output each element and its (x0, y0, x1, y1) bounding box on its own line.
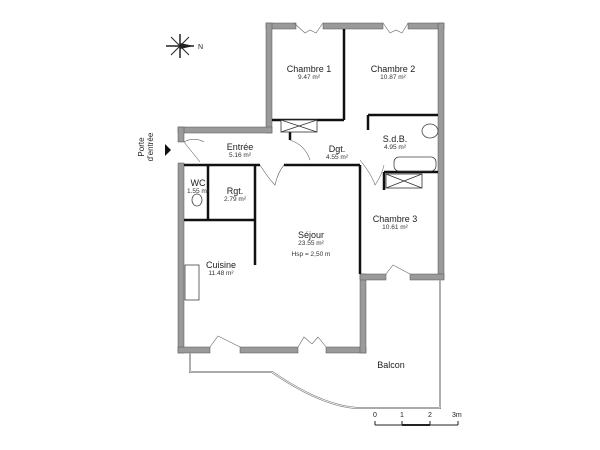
room-area: 5.16 m² (228, 152, 252, 159)
room-name: Séjour (297, 230, 324, 240)
room-wc: WC 1.55 m² (187, 178, 209, 195)
scale-tick-3: 3m (452, 412, 462, 419)
room-ceiling-height: Hsp = 2,50 m (291, 251, 331, 258)
compass-icon: N (166, 34, 203, 58)
room-area: 2.79 m² (223, 196, 247, 203)
room-sdb: S.d.B. 4.95 m² (383, 134, 408, 151)
room-rgt: Rgt. 2.79 m² (224, 186, 246, 203)
entrance-label-line1: Porte (137, 137, 146, 157)
entrance-label-line2: d'entrée (146, 132, 155, 162)
scale-tick-1: 1 (400, 412, 404, 419)
room-balcon: Balcon (377, 360, 405, 370)
room-area: 4.95 m² (383, 144, 407, 151)
room-area: 1.55 m² (186, 188, 210, 195)
scale-bar (374, 421, 459, 426)
room-area: 9.47 m² (297, 74, 321, 81)
room-name: Chambre 1 (286, 64, 332, 74)
room-name: Entrée (226, 142, 254, 152)
entrance-label: Porte d'entrée (137, 127, 155, 167)
room-chambre-2: Chambre 2 10.87 m² (371, 64, 416, 81)
entrance-arrow-icon (165, 144, 171, 156)
room-chambre-1: Chambre 1 9.47 m² (287, 64, 332, 81)
room-chambre-3: Chambre 3 10.61 m² (373, 214, 418, 231)
room-sejour: Séjour 23.55 m² Hsp = 2,50 m (292, 230, 331, 258)
svg-text:N: N (198, 44, 203, 51)
room-name: WC (190, 178, 206, 188)
room-name: Chambre 3 (372, 214, 418, 224)
room-entree: Entrée 5.16 m² (227, 142, 254, 159)
scale-tick-2: 2 (428, 412, 432, 419)
room-dgt: Dgt. 4.55 m² (326, 144, 348, 161)
room-name: Balcon (377, 360, 405, 370)
room-area: 10.61 m² (382, 224, 408, 231)
room-name: Cuisine (205, 260, 237, 270)
room-name: Chambre 2 (370, 64, 416, 74)
room-name: Dgt. (328, 144, 346, 154)
room-name: Rgt. (226, 186, 244, 196)
room-cuisine: Cuisine 11.48 m² (206, 260, 236, 277)
scale-tick-0: 0 (373, 412, 377, 419)
room-name: S.d.B. (382, 134, 408, 144)
room-area: 11.48 m² (208, 270, 234, 277)
room-area: 10.87 m² (380, 74, 406, 81)
room-area: 4.55 m² (325, 154, 349, 161)
room-area: 23.55 m² (298, 240, 324, 247)
